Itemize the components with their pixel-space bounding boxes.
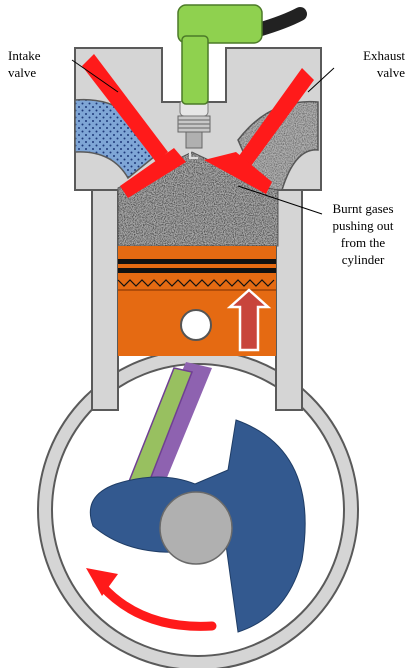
piston-up-arrow (226, 288, 272, 352)
piston-ring-zigzag (117, 279, 275, 287)
exhaust-valve (204, 68, 314, 194)
intake-valve (82, 54, 186, 198)
spark-plug-cap (177, 4, 307, 105)
wrist-pin (180, 309, 212, 341)
crank-rotation-arrow (86, 568, 217, 631)
crankshaft-hub (159, 491, 233, 565)
exhaust-valve-label: Exhaust valve (363, 48, 405, 80)
burnt-gases-label: Burnt gases pushing out from the cylinde… (332, 201, 394, 267)
leader-lines (71, 59, 335, 215)
intake-valve-label: Intake valve (8, 48, 41, 80)
